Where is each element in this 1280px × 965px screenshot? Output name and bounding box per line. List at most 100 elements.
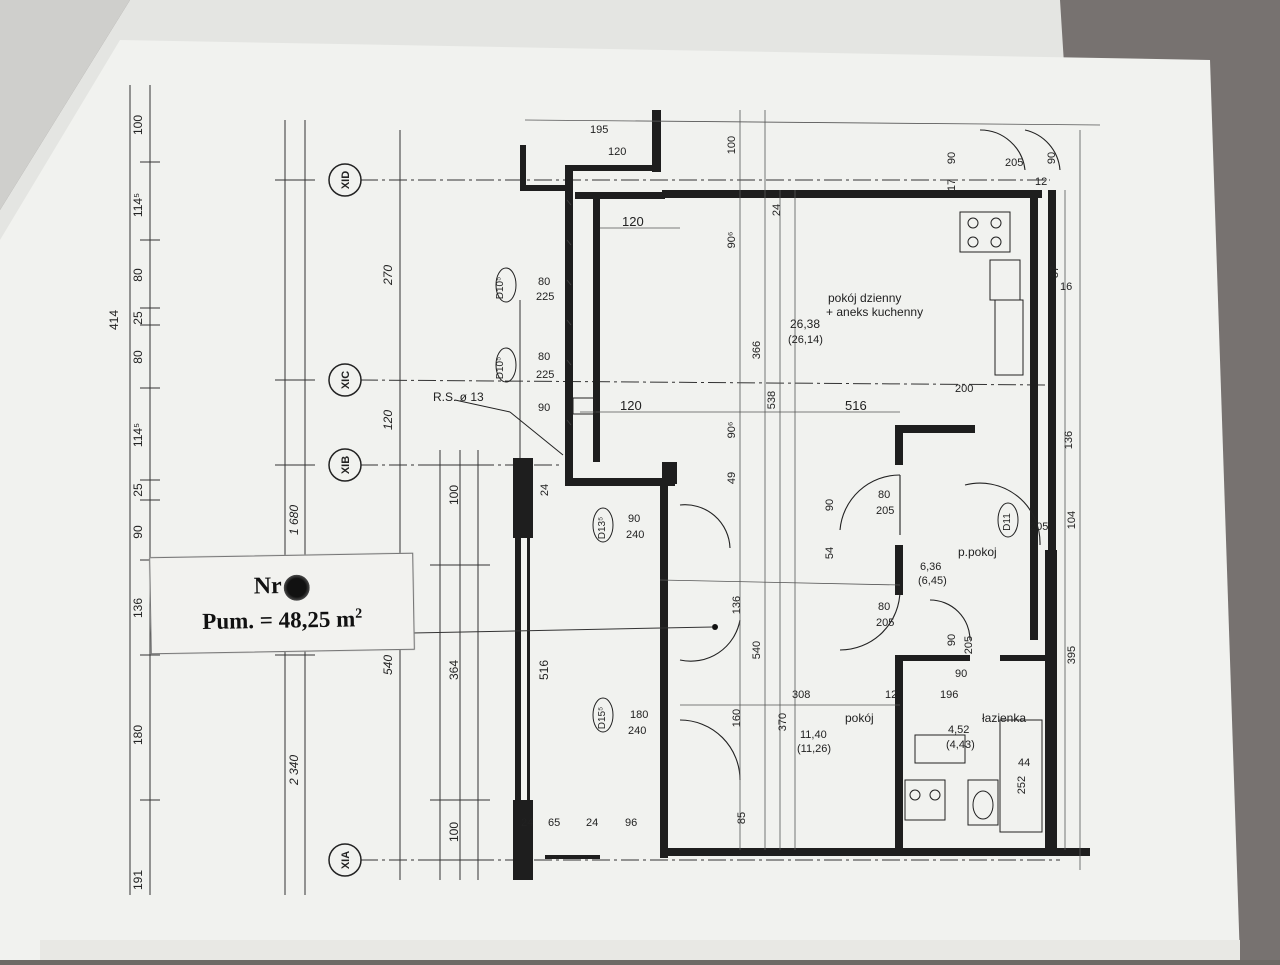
dimension-text: 80 [538,276,550,288]
dimension-text: 90 [131,525,145,539]
apartment-number: Nr [253,571,310,602]
dimension-text: 25 [131,483,145,497]
dimension-text: 120 [622,214,644,229]
dimension-text: 252 [1016,776,1028,794]
dimension-text: 136 [131,598,145,618]
room-area: 6,36 [920,561,941,573]
dimension-text: 54 [824,547,836,559]
axis-label: XIB [340,456,352,474]
apartment-number-prefix: Nr [253,573,282,600]
dimension-text: 225 [536,291,554,303]
dimension-text: 180 [630,709,648,721]
dimension-text: 414 [107,310,121,330]
dimension-text: 270 [381,265,395,286]
dimension-text: 120 [381,410,395,430]
dimension-text: 12 [885,689,897,701]
door-code: D10⁵ [495,357,506,380]
dimension-text: 80 [131,268,145,282]
riser-label: R.S. ø 13 [433,390,484,404]
dimension-text: 114⁵ [131,193,145,217]
dimension-text: 12 [1035,176,1047,188]
door-code: D10⁵ [495,277,506,300]
dimension-text: 200 [955,383,973,395]
apartment-label: Nr Pum. = 48,25 m2 [149,552,415,655]
dimension-text: 196 [940,689,958,701]
dimension-text: 540 [751,641,763,659]
room-name: pokój dzienny [828,291,901,305]
room-area-alt: (11,26) [797,743,831,755]
dimension-text: 240 [628,725,646,737]
dimension-text: 80 [131,350,145,364]
dimension-text: 90 [538,402,550,414]
usable-area-text: Pum. = 48,25 m [202,606,356,635]
dimension-text: 240 [626,529,644,541]
dimension-text: 180 [131,725,145,745]
dimension-text: 114⁵ [131,423,145,447]
dimension-text: 136 [731,596,743,614]
dimension-text: 16 [1060,281,1072,293]
room-name: pokój [845,711,874,725]
room-area-alt: (6,45) [918,575,947,587]
dimension-text: 80 [538,351,550,363]
usable-area: Pum. = 48,25 m2 [202,600,363,637]
dimension-text: 516 [845,398,867,413]
dimension-text: 90⁶ [726,422,738,439]
dimension-text: 17 [946,179,958,191]
dimension-text: 90 [1046,152,1058,164]
dimension-text: 49 [726,472,738,484]
axis-label: XIA [340,851,352,869]
dimension-text: 90 [946,634,958,646]
dimension-text: 100 [131,115,145,135]
dimension-text: 370 [777,713,789,731]
dimension-text: 80 [878,601,890,613]
dimension-text: 205 [876,505,894,517]
dimension-text: 160 [731,709,743,727]
dimension-text: 225 [536,369,554,381]
dimension-text: 96 [625,817,637,829]
room-area-alt: (4,43) [946,739,975,751]
dimension-text: 80 [878,489,890,501]
dimension-text: 366 [751,341,763,359]
dimension-text: 120 [608,146,626,158]
dimension-text: 100 [726,136,738,154]
door-code: D13⁵ [597,517,608,540]
room-area: 4,52 [948,724,969,736]
dimension-text: 100 [447,485,461,505]
usable-area-exponent: 2 [355,606,363,622]
room-area-alt: (26,14) [788,334,823,346]
dimension-text: 90 [824,499,836,511]
dimension-text: 538 [766,391,778,409]
dimension-text: 205 [876,617,894,629]
dimension-text: 85 [736,812,748,824]
room-name: + aneks kuchenny [826,305,923,319]
dimension-text: 136 [1063,431,1075,449]
dimension-text: 364 [447,660,461,680]
dimension-text: 90 [946,152,958,164]
dimension-text: 205 [1030,521,1048,533]
dimension-text: 395 [1066,646,1078,664]
dimension-text: 90 [955,668,967,680]
dimension-text: 104 [1066,511,1078,529]
dimension-text: 24 [586,817,598,829]
door-code: D15⁵ [597,707,608,730]
dimension-text: 90⁶ [726,232,738,249]
dimension-text: 191 [131,870,145,890]
dimension-text: 25 [131,311,145,325]
dimension-text: 195 [590,124,608,136]
dimension-text: 24 [771,204,783,216]
axis-label: XID [340,171,352,189]
dimension-text: 308 [792,689,810,701]
axis-label: XIC [340,371,352,389]
dimension-text: 516 [537,660,551,680]
dimension-text: 2 340 [287,755,301,786]
dimension-text: 120 [620,398,642,413]
dimension-text: 205 [1005,157,1023,169]
door-code: D11 [1002,513,1013,531]
dimension-text: 100 [447,822,461,842]
dimension-text: 87 [1049,266,1061,278]
room-area: 11,40 [800,729,827,741]
redaction-blot [283,574,310,601]
dimension-text: 24 [539,484,551,496]
